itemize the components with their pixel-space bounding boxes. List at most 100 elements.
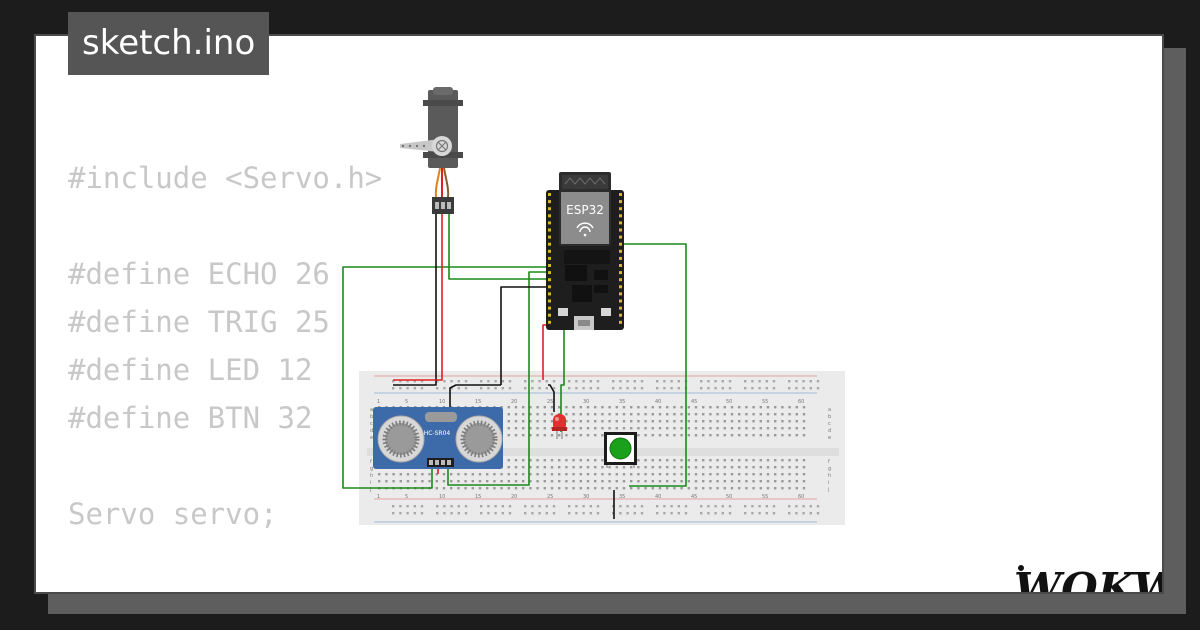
pin-hole	[619, 505, 622, 508]
pin-hole	[514, 427, 518, 430]
pin-hole	[673, 487, 676, 490]
pin-hole	[568, 380, 571, 383]
pin-hole	[548, 235, 551, 239]
pin-hole	[640, 505, 644, 508]
pin-hole	[536, 480, 539, 483]
pin-hole	[795, 387, 798, 390]
pin-hole	[522, 406, 525, 409]
pin-hole	[586, 427, 590, 430]
push-button	[604, 432, 637, 468]
pin-hole	[730, 473, 734, 476]
pin-hole	[766, 434, 770, 437]
pin-hole	[619, 221, 622, 225]
pin-hole	[548, 256, 551, 260]
pin-hole	[548, 313, 551, 317]
pin-hole	[443, 505, 446, 508]
pin-hole	[774, 420, 777, 423]
pin-hole	[536, 413, 539, 416]
pin-hole	[809, 505, 812, 508]
pin-hole	[651, 466, 654, 469]
pin-hole	[619, 193, 622, 196]
file-tab-sketch[interactable]: sketch.ino	[68, 12, 270, 75]
pin-hole	[522, 427, 525, 430]
pin-hole	[802, 459, 806, 462]
pin-hole	[543, 466, 546, 469]
pin-hole	[700, 380, 703, 383]
pin-hole	[795, 380, 798, 383]
pin-hole	[487, 512, 490, 515]
pin-hole	[406, 473, 410, 476]
pin-hole	[795, 512, 798, 515]
column-number: 20	[511, 399, 517, 405]
pin-hole	[622, 473, 626, 476]
column-number: 35	[619, 399, 625, 405]
pin-hole	[608, 427, 611, 430]
pin-hole	[745, 487, 748, 490]
pin-hole	[480, 387, 483, 390]
pin-hole	[677, 512, 680, 515]
pin-hole	[579, 487, 582, 490]
pin-hole	[487, 505, 490, 508]
pin-hole	[471, 473, 474, 476]
screw-icon	[438, 142, 446, 150]
pin-hole	[709, 473, 712, 476]
pin-hole	[651, 420, 654, 423]
row-letter: b	[370, 414, 373, 420]
pin-hole	[589, 380, 592, 383]
pin-hole	[702, 487, 705, 490]
pin-hole	[766, 406, 770, 409]
pin-hole	[413, 387, 416, 390]
pin-hole	[536, 459, 539, 462]
pin-hole	[579, 466, 582, 469]
pin-hole	[738, 459, 741, 462]
column-number: 40	[655, 494, 661, 500]
pin-hole	[500, 487, 503, 490]
pin-hole	[548, 292, 551, 296]
pin-hole	[709, 459, 712, 462]
pin-hole	[543, 420, 546, 423]
pin-hole	[450, 512, 453, 515]
pin-hole	[392, 473, 395, 476]
column-number: 1	[377, 399, 380, 405]
pin-hole	[694, 487, 698, 490]
pin-hole	[471, 487, 474, 490]
pin-hole	[656, 380, 659, 383]
pin-hole	[687, 473, 690, 476]
pin-hole	[658, 487, 662, 490]
pin-hole	[582, 512, 585, 515]
pin-hole	[640, 380, 644, 383]
pin-hole	[774, 413, 777, 416]
pin-hole	[666, 406, 669, 409]
pin-hole	[615, 420, 618, 423]
pin-hole	[752, 487, 755, 490]
reset-button	[558, 308, 568, 316]
pin-hole	[586, 487, 590, 490]
pin-hole	[478, 487, 482, 490]
pin-hole	[663, 380, 666, 383]
pin-hole	[752, 459, 755, 462]
pin-hole	[550, 473, 554, 476]
wire-green	[447, 271, 549, 486]
pin-hole	[536, 487, 539, 490]
pin-hole	[608, 487, 611, 490]
pin-hole	[744, 505, 747, 508]
pin-hole	[420, 505, 424, 508]
pin-hole	[709, 406, 712, 409]
pin-hole	[723, 487, 726, 490]
pin-hole	[594, 480, 597, 483]
pin-hole	[759, 413, 762, 416]
pin-hole	[809, 512, 812, 515]
pin-hole	[558, 466, 561, 469]
row-letter: c	[370, 421, 373, 427]
pin-hole	[626, 505, 629, 508]
pin-hole	[545, 512, 548, 515]
pin-hole	[709, 466, 712, 469]
row-letter: h	[370, 473, 373, 479]
pin-hole	[716, 420, 719, 423]
column-number: 15	[475, 399, 481, 405]
pin-hole	[531, 505, 534, 508]
pin-hole	[702, 413, 705, 416]
pin-hole	[399, 505, 402, 508]
pin-hole	[608, 413, 611, 416]
pin-hole	[651, 427, 654, 430]
